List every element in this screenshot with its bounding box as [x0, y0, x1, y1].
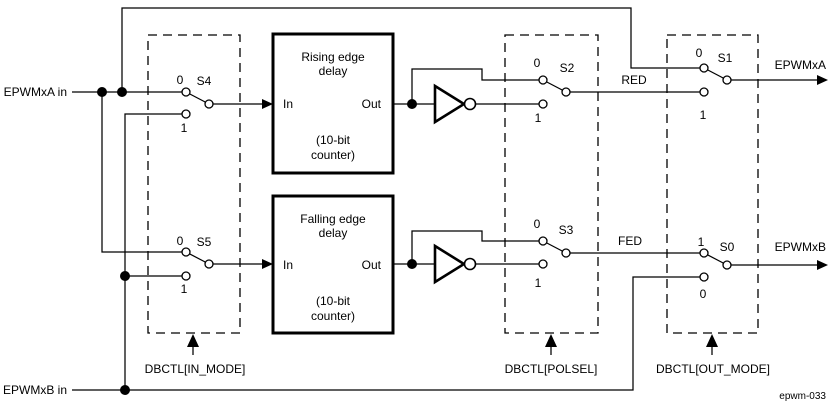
- s2-terminal-0: [538, 75, 548, 85]
- s4-bottom-label: 1: [181, 121, 188, 135]
- epwmxb-in-label: EPWMxB in: [3, 383, 67, 397]
- polsel-dashed-box: [504, 34, 599, 334]
- falling-noninvert-wire: [411, 230, 539, 264]
- rising-inverter-bubble: [463, 97, 477, 111]
- figure-id-label: epwm-033: [779, 391, 826, 402]
- epwmxa-to-s5-wire: [101, 92, 182, 253]
- s4-name-label: S4: [197, 74, 212, 88]
- s0-name-label: S0: [720, 240, 735, 254]
- junction-dot-b1: [120, 271, 130, 281]
- s4-top-label: 0: [177, 73, 184, 87]
- s2-terminal-common: [561, 87, 571, 97]
- s2-terminal-1: [538, 99, 548, 109]
- s4-terminal-1: [181, 109, 191, 119]
- falling-in-arrowhead: [262, 259, 273, 269]
- s1-terminal-0: [699, 63, 709, 73]
- falling-block-sub-1: (10-bit: [316, 294, 351, 308]
- junction-dot-b2: [120, 385, 130, 395]
- s1-terminal-1: [699, 87, 709, 97]
- junction-dot-a2: [117, 87, 127, 97]
- polsel-control-label: DBCTL[POLSEL]: [505, 362, 598, 376]
- in-mode-control-label: DBCTL[IN_MODE]: [145, 362, 246, 376]
- rising-inverter-gate: [433, 83, 467, 125]
- s5-top-label: 0: [177, 234, 184, 248]
- rising-block-sub-1: (10-bit: [316, 133, 351, 147]
- epwmxb-out-arrowhead: [817, 260, 828, 270]
- rising-edge-delay-block: [271, 32, 395, 175]
- rising-block-title-1: Rising edge: [301, 50, 365, 64]
- in-mode-arrowhead: [187, 334, 199, 347]
- s4-terminal-0: [181, 87, 191, 97]
- s5-terminal-0: [181, 247, 191, 257]
- s5-name-label: S5: [197, 235, 212, 249]
- s2-bottom-label: 1: [535, 111, 542, 125]
- falling-block-title-2: delay: [319, 226, 348, 240]
- falling-block-out-port: Out: [362, 258, 382, 272]
- epwmxa-out-arrowhead: [817, 75, 828, 85]
- junction-dot-rising-out: [407, 99, 417, 109]
- out-mode-control-label: DBCTL[OUT_MODE]: [656, 362, 770, 376]
- epwmxa-out-label: EPWMxA: [775, 58, 826, 72]
- rising-block-title-2: delay: [319, 64, 348, 78]
- s2-name-label: S2: [560, 61, 575, 75]
- s0-terminal-1: [699, 248, 709, 258]
- falling-block-title-1: Falling edge: [300, 212, 366, 226]
- rising-block-out-port: Out: [362, 97, 382, 111]
- s3-terminal-1: [538, 259, 548, 269]
- falling-block-sub-2: counter): [311, 309, 355, 323]
- s3-name-label: S3: [559, 223, 574, 237]
- s5-terminal-common: [204, 259, 214, 269]
- falling-inverter-bubble: [463, 257, 477, 271]
- fed-signal-label: FED: [618, 234, 642, 248]
- s3-top-label: 0: [534, 217, 541, 231]
- s5-terminal-1: [181, 271, 191, 281]
- s5-bottom-label: 1: [181, 282, 188, 296]
- junction-dot-falling-out: [407, 259, 417, 269]
- s2-top-label: 0: [534, 56, 541, 70]
- s1-bottom-label: 1: [700, 108, 707, 122]
- rising-noninvert-wire: [411, 68, 539, 104]
- s1-name-label: S1: [718, 51, 733, 65]
- s3-terminal-common: [561, 248, 571, 258]
- falling-edge-delay-block: [271, 194, 395, 335]
- junction-dot-a1: [97, 87, 107, 97]
- s3-bottom-label: 1: [535, 276, 542, 290]
- polsel-arrowhead: [545, 334, 557, 347]
- out-mode-arrowhead: [706, 334, 718, 347]
- s0-terminal-common: [722, 260, 732, 270]
- red-signal-label: RED: [621, 73, 647, 87]
- rising-block-sub-2: counter): [311, 148, 355, 162]
- epwmxb-riser-wire: [124, 113, 182, 390]
- epwmxb-in-wire: [72, 276, 700, 391]
- epwmxa-in-label: EPWMxA in: [4, 85, 67, 99]
- epwmxb-out-label: EPWMxB: [775, 240, 826, 254]
- s0-terminal-0: [699, 272, 709, 282]
- epwmxa-bypass-wire: [121, 7, 700, 92]
- falling-block-in-port: In: [283, 258, 293, 272]
- in-mode-dashed-box: [147, 34, 241, 334]
- out-mode-dashed-box: [666, 34, 759, 334]
- s0-bottom-label: 0: [700, 287, 707, 301]
- rising-block-in-port: In: [283, 97, 293, 111]
- falling-inverter-gate: [433, 243, 467, 285]
- s1-top-label: 0: [696, 46, 703, 60]
- s1-terminal-common: [722, 75, 732, 85]
- rising-in-arrowhead: [262, 99, 273, 109]
- s4-terminal-common: [204, 99, 214, 109]
- s0-top-label: 1: [698, 235, 705, 249]
- s3-terminal-0: [538, 236, 548, 246]
